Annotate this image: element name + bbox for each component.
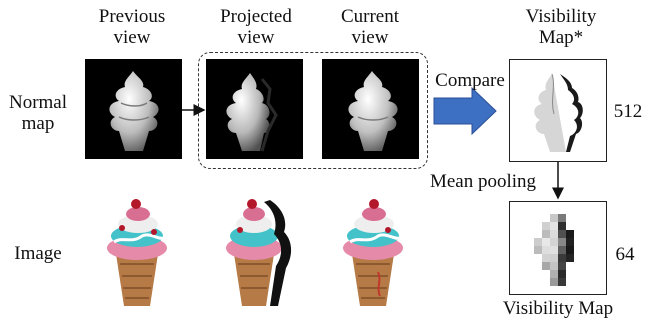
header-current-view: Current view <box>340 6 400 48</box>
row-label-normal-map: Normal map <box>8 92 68 134</box>
image-projected <box>212 192 308 310</box>
normal-map-projected <box>206 59 303 159</box>
normal-map-current <box>322 59 419 159</box>
visibility-map-64 <box>509 201 607 295</box>
row-label-image: Image <box>14 243 62 264</box>
visibility-map-512 <box>509 59 607 162</box>
mean-pooling-label: Mean pooling <box>429 171 537 192</box>
image-current <box>328 192 418 310</box>
header-previous-view: Previous view <box>98 6 166 48</box>
image-previous <box>92 192 182 310</box>
visibility-map-label: Visibility Map <box>502 298 614 319</box>
compare-label: Compare <box>435 70 505 91</box>
compare-arrow <box>433 86 497 136</box>
normal-map-previous <box>85 59 182 159</box>
header-visibility-map-star: Visibility Map* <box>525 6 597 48</box>
pixelated-visibility <box>534 214 574 286</box>
resolution-512-label: 512 <box>613 101 643 122</box>
header-projected-view: Projected view <box>220 6 292 48</box>
resolution-64-label: 64 <box>615 244 635 265</box>
